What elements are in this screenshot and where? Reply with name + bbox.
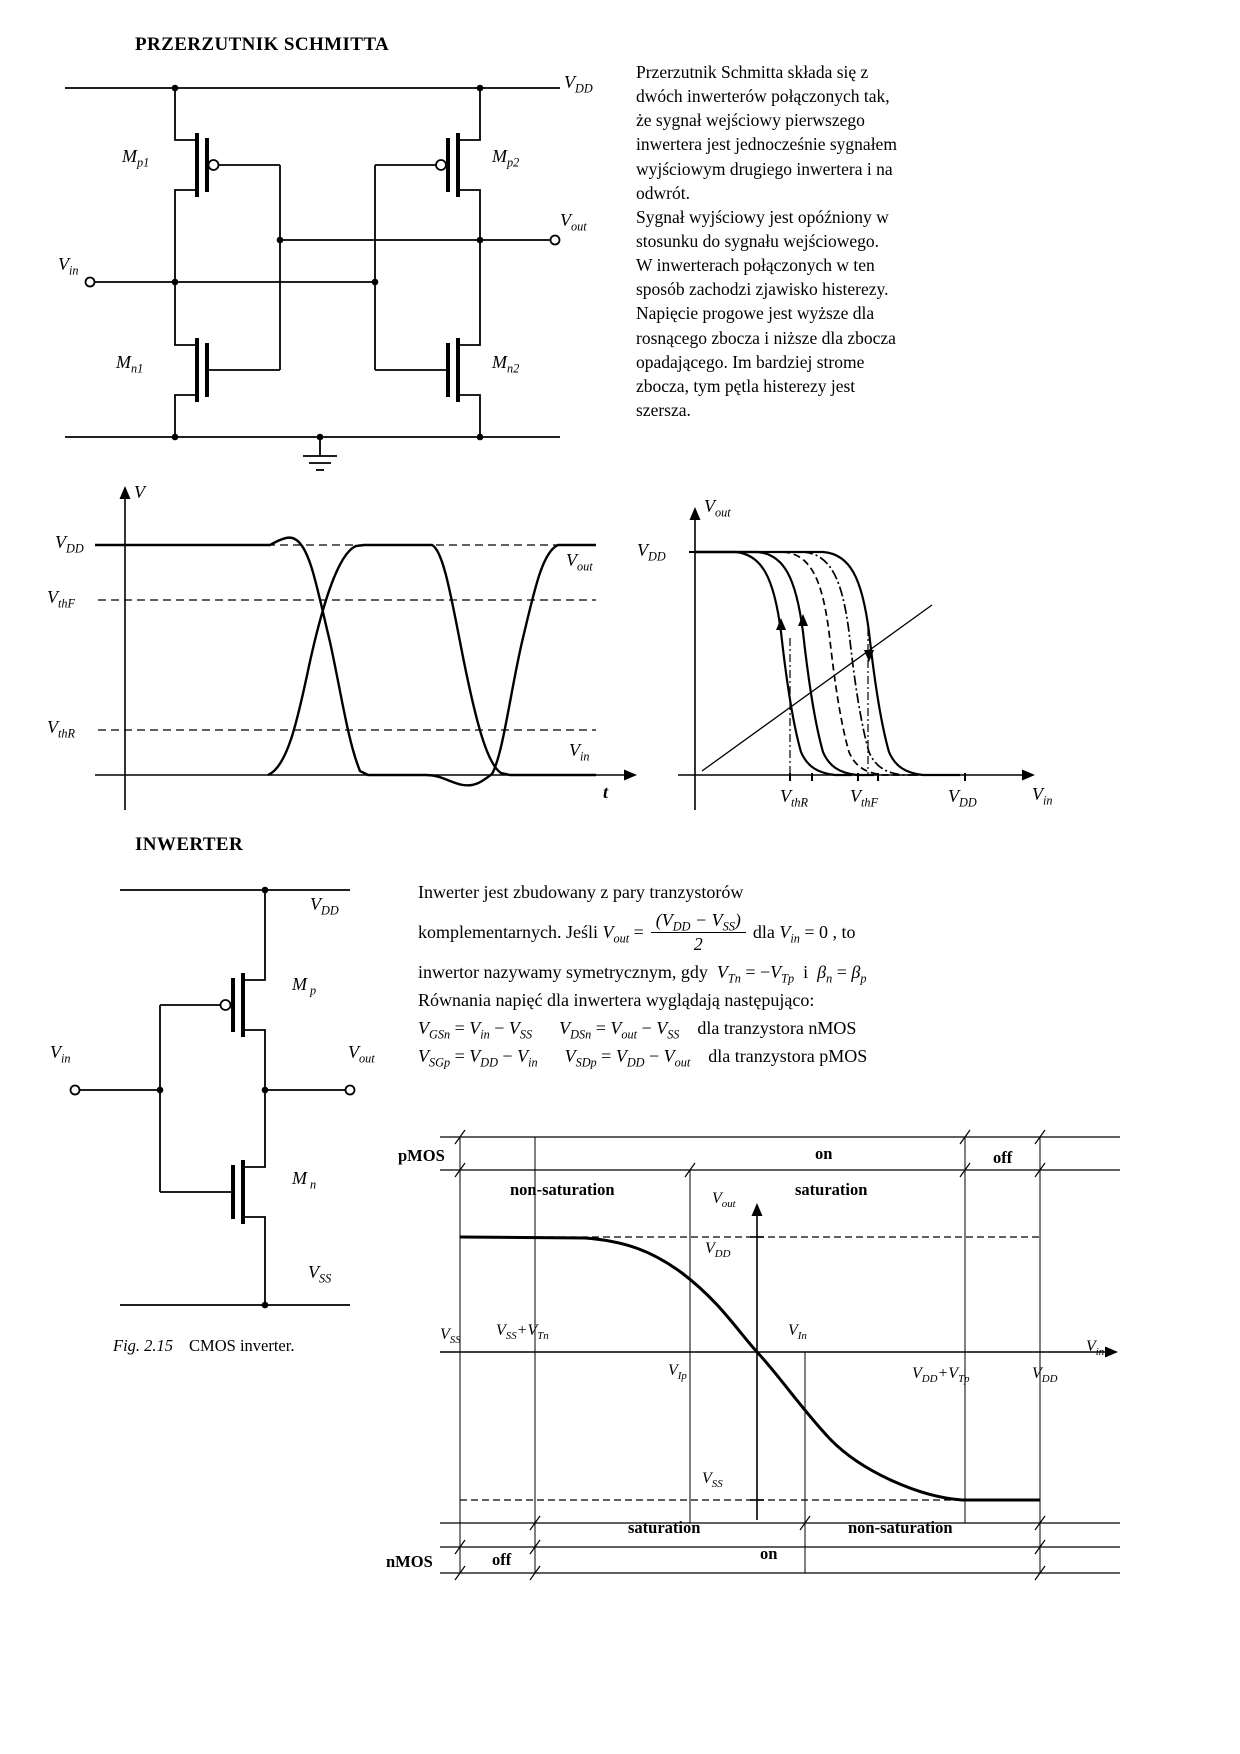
load-line bbox=[701, 604, 933, 772]
inverter-text-line4: Równania napięć dla inwertera wyglądają … bbox=[418, 990, 815, 1010]
figure-caption-label: Fig. 2.15 bbox=[113, 1336, 174, 1355]
transfer-vin-threshold-label: VIn bbox=[788, 1322, 807, 1343]
inverter-text-line1: Inwerter jest zbudowany z pary tranzysto… bbox=[418, 882, 744, 902]
inverter-eq-line2-pre: komplementarnych. Jeśli Vout = bbox=[418, 922, 644, 946]
fraction-numerator: (VDD − VSS) bbox=[650, 910, 746, 933]
inverter-junction-dots bbox=[156, 886, 269, 1309]
transfer-nmos-label: nMOS bbox=[386, 1552, 433, 1571]
transfer-pmos-label: pMOS bbox=[398, 1146, 445, 1165]
inverter-vin-label: Vin bbox=[50, 1042, 71, 1066]
schmitt-section-title: PRZERZUTNIK SCHMITTA bbox=[135, 34, 390, 55]
threshold-drop-lines bbox=[789, 628, 869, 775]
transfer-vip-label: VIp bbox=[668, 1362, 687, 1383]
inverter-mn-label: M n bbox=[292, 1168, 317, 1192]
transfer-vss-origin-label: VSS bbox=[440, 1326, 461, 1347]
hysteresis-plot bbox=[678, 507, 1035, 810]
fraction: (VDD − VSS) 2 bbox=[650, 910, 746, 955]
hysteresis-vdd-tick-label: VDD bbox=[948, 786, 977, 810]
transfer-vss-vtn-label: VSS+VTn bbox=[496, 1322, 549, 1343]
inverter-terminals-and-bubble bbox=[69, 999, 356, 1096]
inverter-text-line3: inwertor nazywamy symetrycznym, gdy VTn … bbox=[418, 962, 867, 986]
transfer-nmos-nonsat-label: non-saturation bbox=[848, 1518, 953, 1537]
inverter-eq-nmos: VGSn = Vin − VSS VDSn = Vout − VSS dla t… bbox=[418, 1018, 857, 1042]
inverter-section-title: INWERTER bbox=[135, 834, 244, 855]
terminals-and-bubbles bbox=[84, 159, 561, 288]
transistor-channels bbox=[195, 133, 460, 402]
ground-symbol bbox=[303, 437, 337, 471]
schmitt-mn2-label: Mn2 bbox=[492, 352, 520, 376]
schmitt-vdd-label: VDD bbox=[564, 72, 593, 96]
schmitt-wires bbox=[65, 87, 560, 438]
inverter-circuit-diagram bbox=[69, 886, 356, 1309]
waveform-vdd-label: VDD bbox=[55, 532, 84, 556]
transfer-pmos-off-label: off bbox=[993, 1148, 1013, 1167]
inverter-eq-line2-post: dla Vin = 0 , to bbox=[752, 922, 856, 946]
transfer-pmos-sat-label: saturation bbox=[795, 1180, 868, 1199]
waveform-v-axis-label: V bbox=[134, 482, 145, 502]
threshold-dashed-lines bbox=[98, 544, 596, 731]
direction-arrows bbox=[776, 614, 874, 662]
waveform-vthf-label: VthF bbox=[47, 587, 75, 611]
transfer-pmos-on-label: on bbox=[815, 1144, 833, 1163]
hysteresis-vin-axis-label: Vin bbox=[1032, 784, 1053, 808]
waveform-vout-label: Vout bbox=[566, 550, 593, 574]
inverter-vdd-label: VDD bbox=[310, 894, 339, 918]
inverter-vss-label: VSS bbox=[308, 1262, 332, 1286]
slash-ticks bbox=[454, 1129, 1046, 1581]
transfer-vout-axis-label: Vout bbox=[712, 1190, 736, 1211]
inverter-eq-pmos: VSGp = VDD − Vin VSDp = VDD − Vout dla t… bbox=[418, 1046, 868, 1070]
schmitt-vout-label: Vout bbox=[560, 210, 587, 234]
transfer-nmos-on-label: on bbox=[760, 1544, 778, 1563]
schmitt-description: Przerzutnik Schmitta składa się z dwóch … bbox=[636, 62, 897, 420]
region-grid-lines bbox=[440, 1136, 1120, 1574]
waveform-t-axis-label: t bbox=[603, 782, 609, 802]
schmitt-circuit-diagram bbox=[65, 84, 561, 471]
transfer-vdd-vtp-label: VDD+VTp bbox=[912, 1365, 970, 1386]
transfer-curve bbox=[459, 1235, 1040, 1502]
schmitt-mp2-label: Mp2 bbox=[492, 146, 520, 170]
waveform-curves bbox=[95, 536, 596, 787]
figure-caption: Fig. 2.15 CMOS inverter. bbox=[113, 1336, 294, 1356]
inverter-text-line2: komplementarnych. Jeśli Vout = (VDD − VS… bbox=[418, 910, 1098, 955]
transfer-vdd-end-label: VDD bbox=[1032, 1365, 1058, 1386]
hysteresis-vdd-label: VDD bbox=[637, 540, 666, 564]
inverter-description: Inwerter jest zbudowany z pary tranzysto… bbox=[418, 882, 1098, 1074]
hysteresis-vout-axis-label: Vout bbox=[704, 496, 731, 520]
waveform-axes bbox=[95, 496, 628, 810]
transfer-axes bbox=[440, 1213, 1108, 1520]
waveform-vthr-label: VthR bbox=[47, 717, 75, 741]
transfer-vdd-level-label: VDD bbox=[705, 1240, 731, 1261]
inverter-wires bbox=[79, 889, 350, 1306]
junction-dots bbox=[171, 84, 484, 441]
schmitt-mp1-label: Mp1 bbox=[122, 146, 150, 170]
inverter-transistor-channels bbox=[231, 973, 245, 1224]
hysteresis-vthr-label: VthR bbox=[780, 786, 808, 810]
transfer-pmos-nonsat-label: non-saturation bbox=[510, 1180, 615, 1199]
axis-ticks bbox=[689, 551, 966, 781]
inverter-vout-label: Vout bbox=[348, 1042, 375, 1066]
transfer-vss-level-label: VSS bbox=[702, 1470, 723, 1491]
hysteresis-curves bbox=[695, 550, 960, 777]
transfer-vin-axis-label: Vin bbox=[1086, 1338, 1105, 1359]
transfer-nmos-off-label: off bbox=[492, 1550, 512, 1569]
schmitt-waveform-plot bbox=[95, 486, 637, 810]
figure-caption-text: CMOS inverter. bbox=[189, 1336, 295, 1355]
schmitt-vin-label: Vin bbox=[58, 254, 79, 278]
transfer-nmos-sat-label: saturation bbox=[628, 1518, 701, 1537]
fraction-denominator: 2 bbox=[693, 934, 703, 954]
inverter-transfer-plot bbox=[440, 1129, 1120, 1581]
schmitt-mn1-label: Mn1 bbox=[116, 352, 144, 376]
hysteresis-vthf-label: VthF bbox=[850, 786, 878, 810]
waveform-vin-label: Vin bbox=[569, 740, 590, 764]
inverter-mp-label: M p bbox=[292, 974, 317, 998]
